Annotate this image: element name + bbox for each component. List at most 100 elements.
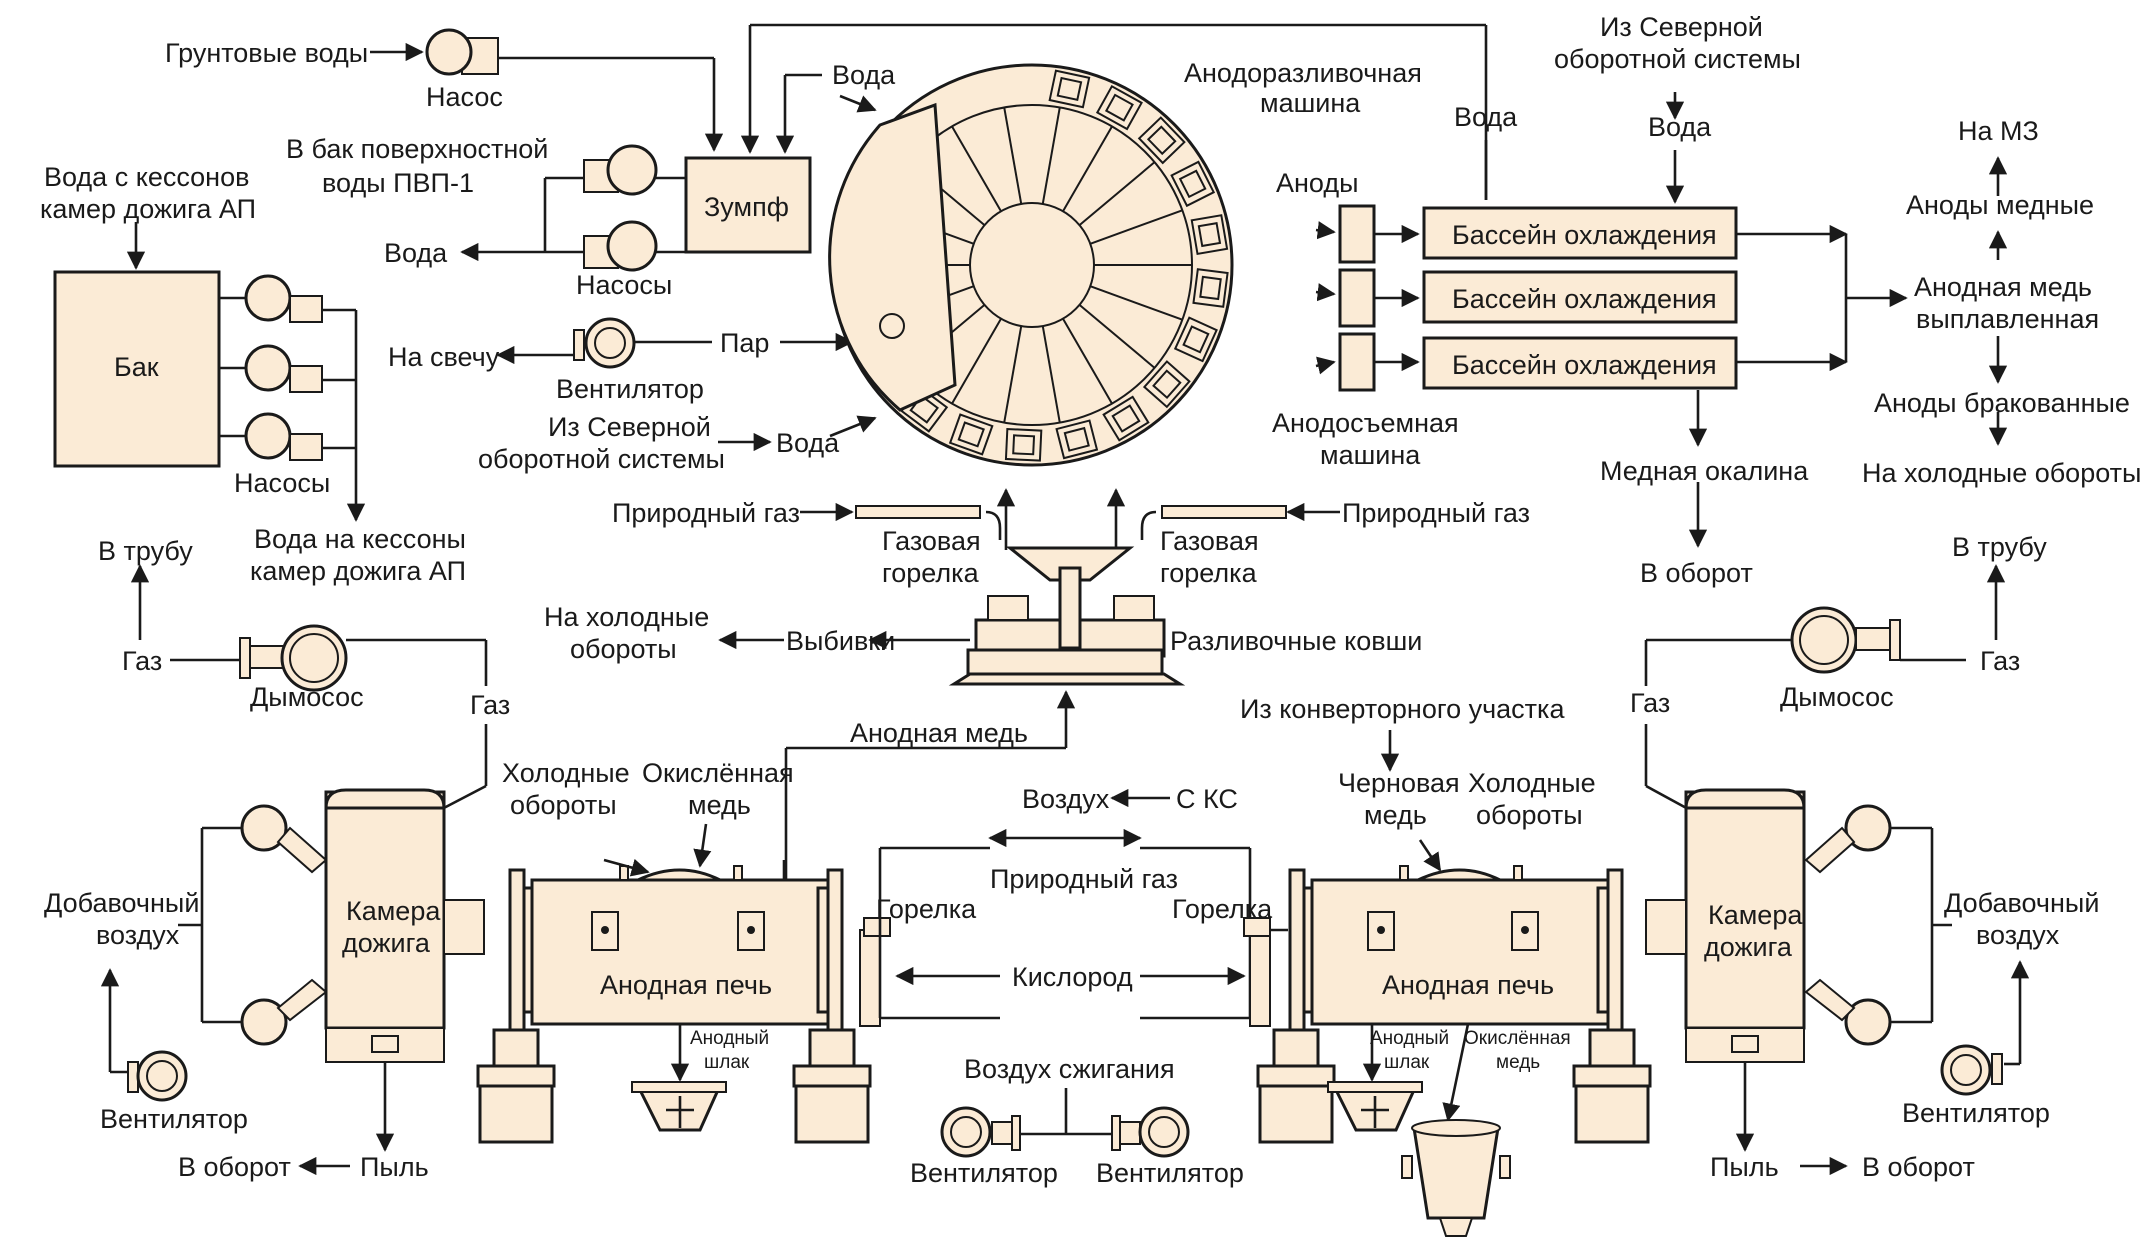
- label-combustion-air: Воздух сжигания: [964, 1054, 1175, 1084]
- wheel-spoke: [1041, 325, 1061, 423]
- label-oxygen: Кислород: [1012, 962, 1133, 992]
- label-water-up: Вода: [1454, 102, 1518, 132]
- label-afterburn-l-l2: дожига: [342, 928, 431, 958]
- wheel-spoke: [1062, 125, 1113, 212]
- label-oxidized-r-l1: Окислённая: [1464, 1028, 1571, 1049]
- pump-icon: [583, 220, 658, 272]
- label-cooling-pool-2: Бассейн охлаждения: [1452, 284, 1717, 314]
- label-dust-r: Пыль: [1710, 1152, 1779, 1182]
- label-gas-burner-r-l2: горелка: [1160, 558, 1258, 588]
- label-oxidized-r-l2: медь: [1496, 1052, 1540, 1073]
- label-north-circ-l1: Из Северной: [548, 412, 711, 442]
- wheel-spoke: [1089, 209, 1183, 245]
- blower-icon: [240, 978, 328, 1046]
- wheel-spoke: [1078, 304, 1156, 369]
- label-cold-returns-r-l2: обороты: [1476, 800, 1583, 830]
- label-to-cold-returns-l-l2: обороты: [570, 634, 677, 664]
- label-add-air-r-l2: воздух: [1976, 920, 2060, 950]
- label-slag-r-l1: Анодный: [1370, 1028, 1449, 1049]
- label-fan-c2: Вентилятор: [1096, 1158, 1244, 1188]
- fan-icon: [1940, 1044, 2003, 1096]
- label-gas-up-r: Газ: [1630, 688, 1670, 718]
- label-copper-scale: Медная окалина: [1600, 456, 1809, 486]
- anode-mold: [1192, 268, 1229, 308]
- label-to-return-l: В оборот: [178, 1152, 291, 1182]
- label-cooling-pool-1: Бассейн охлаждения: [1452, 220, 1717, 250]
- label-slag-r-l2: шлак: [1384, 1052, 1430, 1073]
- anode-mold: [1095, 84, 1143, 131]
- wheel-spoke: [1003, 325, 1023, 423]
- label-anodes-rejected: Аноды бракованные: [1874, 388, 2130, 418]
- exhauster-icon: [239, 624, 348, 692]
- label-to-pipe-r: В трубу: [1952, 532, 2047, 562]
- cooling-pools: [1422, 92, 2008, 548]
- label-add-air-r-l1: Добавочный: [1944, 888, 2099, 918]
- label-gas-r: Газ: [1980, 646, 2020, 676]
- label-cooling-pool-3: Бассейн охлаждения: [1452, 350, 1717, 380]
- wheel-spoke: [1062, 318, 1113, 405]
- fan-icon: [127, 1050, 188, 1102]
- label-ladles: Разливочные ковши: [1170, 626, 1422, 656]
- label-casting-machine-l1: Анодоразливочная: [1184, 58, 1422, 88]
- label-blister-l2: медь: [1364, 800, 1427, 830]
- label-natural-gas-r: Природный газ: [1342, 498, 1530, 528]
- afterburn-chamber-left: [324, 790, 446, 1030]
- left-furnace-section: [100, 564, 891, 1176]
- label-add-air-l-l1: Добавочный: [44, 888, 199, 918]
- label-blister-l1: Черновая: [1338, 768, 1460, 798]
- label-gas-burner-l-l1: Газовая: [882, 526, 981, 556]
- label-fan-l: Вентилятор: [100, 1104, 248, 1134]
- label-gas-up-l: Газ: [470, 690, 510, 720]
- anode-mold: [1102, 395, 1150, 442]
- label-anodes-copper: Аноды медные: [1906, 190, 2094, 220]
- label-north-circ-l2: оборотной системы: [478, 444, 725, 474]
- label-gas-burner-l-l2: горелка: [882, 558, 980, 588]
- label-cold-returns-r-l1: Холодные: [1468, 768, 1596, 798]
- label-fan-steam: Вентилятор: [556, 374, 704, 404]
- anode-mold: [1048, 69, 1091, 109]
- fan-icon: [1111, 1106, 1190, 1158]
- label-pumps-tank: Насосы: [234, 468, 330, 498]
- pump-icon: [244, 412, 323, 461]
- label-north-circ-r-l1: Из Северной: [1600, 12, 1763, 42]
- label-fan-r: Вентилятор: [1902, 1098, 2050, 1128]
- wheel-spoke: [1078, 161, 1156, 226]
- ladle-station: [718, 502, 1340, 880]
- fan-icon: [940, 1106, 1021, 1158]
- label-burner-l: Горелка: [876, 894, 977, 924]
- pump-icon: [425, 28, 499, 76]
- label-afterburn-l-l1: Камера: [346, 896, 441, 926]
- label-to-return-r: В оборот: [1862, 1152, 1975, 1182]
- label-melted-l1: Анодная медь: [1914, 272, 2092, 302]
- label-natural-gas-l: Природный газ: [612, 498, 800, 528]
- pump-icon: [244, 344, 323, 393]
- label-afterburn-r-l1: Камера: [1708, 900, 1803, 930]
- right-furnace-section: [1243, 564, 2030, 1237]
- label-to-candle: На свечу: [388, 342, 500, 372]
- anode-furnace-right: [1310, 878, 1610, 1026]
- label-to-tank-l1: В бак поверхностной: [286, 134, 548, 164]
- anode-mold: [948, 413, 994, 456]
- anode-mold: [1137, 116, 1186, 165]
- label-removal-l2: машина: [1320, 440, 1421, 470]
- anode-casting-wheel: [828, 63, 1234, 550]
- anode-mold: [1173, 316, 1218, 363]
- fan-icon: [573, 317, 636, 369]
- label-caisson-out-l2: камер дожига АП: [250, 556, 466, 586]
- label-water-r: Вода: [1648, 112, 1712, 142]
- label-to-pipe-l: В трубу: [98, 536, 193, 566]
- label-water-out: Вода: [384, 238, 448, 268]
- anode-mold: [1142, 360, 1191, 409]
- label-pump: Насос: [426, 82, 503, 112]
- label-cold-returns-l-l1: Холодные: [502, 758, 630, 788]
- label-from-ks: С КС: [1176, 784, 1238, 814]
- wheel-spoke: [1003, 107, 1023, 205]
- label-caisson-in-l1: Вода с кессонов: [44, 162, 249, 192]
- anode-furnace-left: [530, 878, 830, 1026]
- label-caisson-out-l1: Вода на кессоны: [254, 524, 466, 554]
- label-to-cold-returns-l-l1: На холодные: [544, 602, 709, 632]
- label-water-wheel: Вода: [776, 428, 840, 458]
- label-exhauster-l: Дымосос: [250, 682, 364, 712]
- label-anode-copper: Анодная медь: [850, 718, 1028, 748]
- sump-box: [684, 156, 812, 254]
